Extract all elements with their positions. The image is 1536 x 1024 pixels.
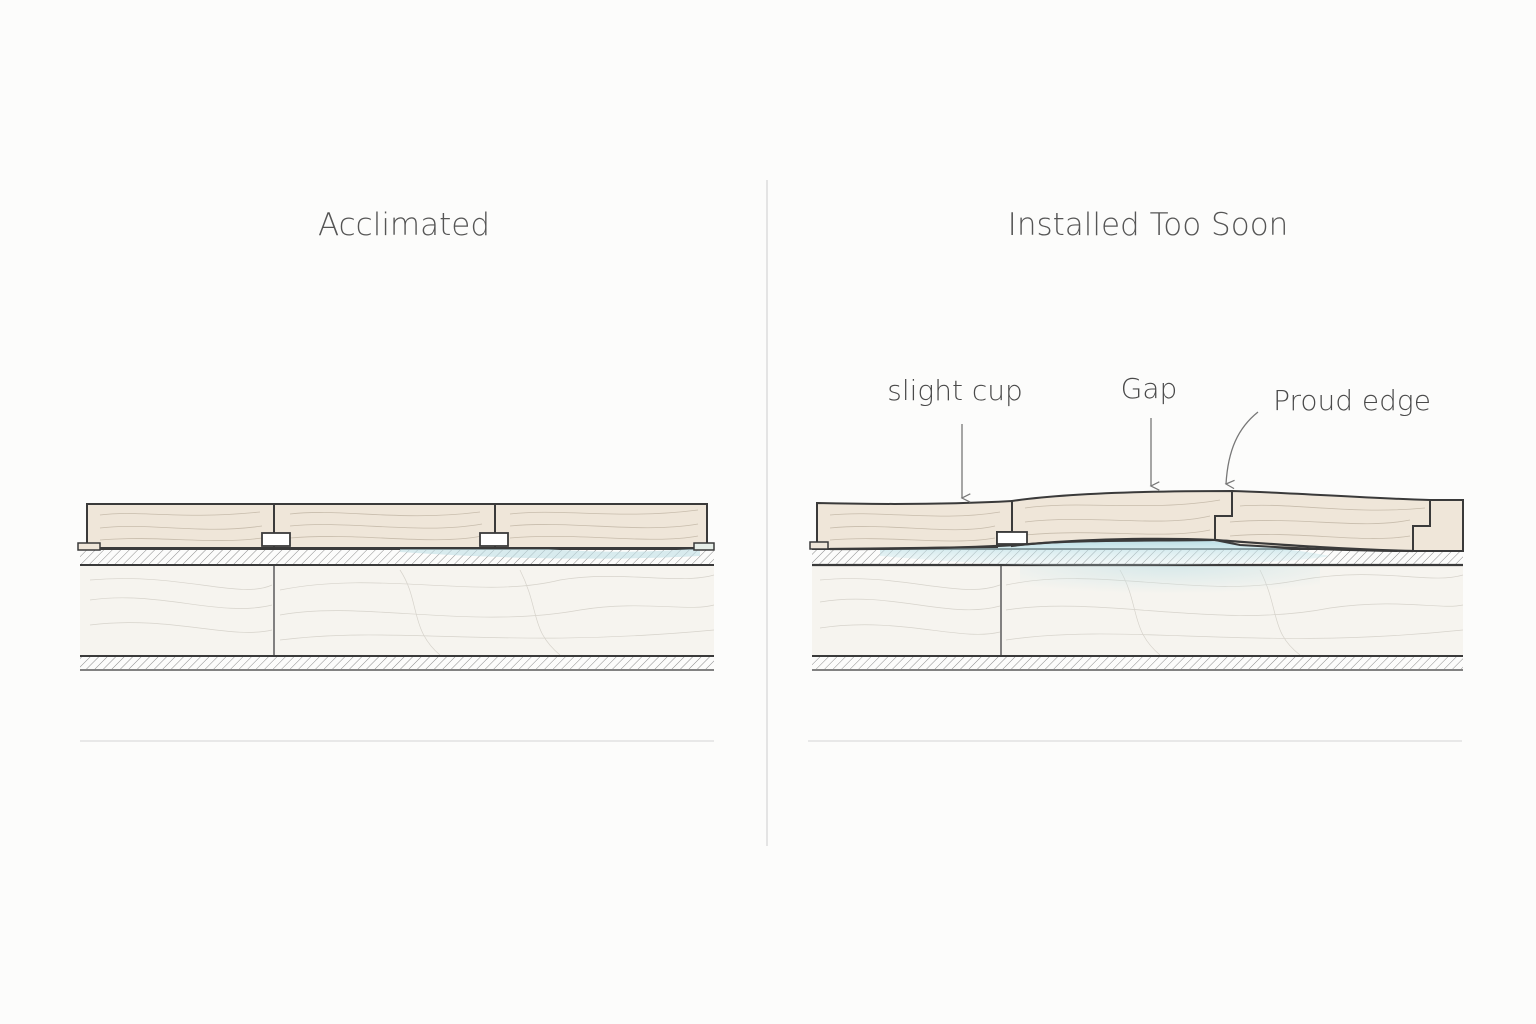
left-planks	[77, 503, 715, 551]
annotation-cup: slight cup	[887, 374, 1023, 503]
annotation-cup-label: slight cup	[887, 374, 1023, 407]
left-edge-tongue-right	[693, 542, 715, 551]
right-plank-1	[816, 499, 1013, 550]
left-joist	[80, 566, 715, 671]
left-panel-title: Acclimated	[318, 207, 490, 243]
left-tongue-1	[261, 532, 291, 547]
annotation-gap: Gap	[1121, 372, 1178, 491]
right-edge-tongue-left	[809, 541, 829, 550]
right-panel: Installed Too Soon	[808, 207, 1464, 742]
annotation-gap-label: Gap	[1121, 372, 1178, 405]
annotation-proud-label: Proud edge	[1273, 384, 1431, 417]
right-joist	[812, 566, 1464, 671]
annotation-proud: Proud edge	[1224, 384, 1431, 490]
left-plank-2	[273, 503, 496, 549]
left-plank-1	[86, 503, 275, 549]
right-tongue-1	[996, 531, 1028, 545]
left-moisture	[400, 545, 700, 559]
right-planks	[809, 489, 1464, 553]
proud-arrow	[1224, 411, 1259, 490]
left-edge-tongue-left	[77, 542, 101, 551]
left-panel: Acclimated	[77, 207, 715, 742]
left-tongue-2	[479, 532, 509, 547]
left-plank-3	[494, 503, 708, 549]
right-panel-title: Installed Too Soon	[1008, 207, 1289, 243]
